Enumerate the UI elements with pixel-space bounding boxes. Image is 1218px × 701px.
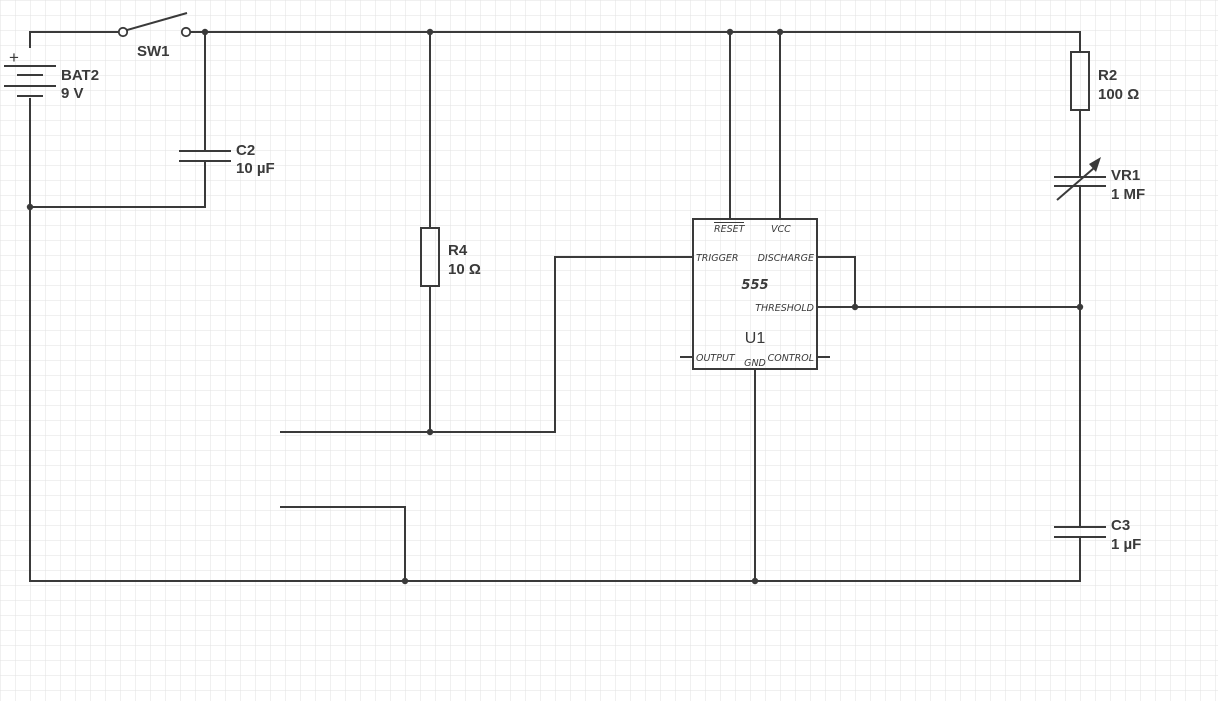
junction-dot [1076,303,1084,311]
junction-dot [401,577,409,585]
switch-sw1[interactable]: SW1 [117,12,192,60]
ic-body [692,218,818,370]
switch-ref-label: SW1 [137,43,170,60]
capacitor-c2[interactable]: C2 10 µF [179,142,275,177]
junction-dot [426,428,434,436]
vr1-ref-label: VR1 [1111,167,1140,184]
junction-dot [726,28,734,36]
junction-dot [201,28,209,36]
variable-arrow-shaft [1056,167,1095,201]
pin-control-label: CONTROL [768,353,814,364]
ic-part-label: 555 [741,278,768,293]
pin-threshold-label: THRESHOLD [755,303,814,314]
junctions [26,28,1084,585]
wire-top-rail[interactable] [190,31,1081,52]
wire-open-lead[interactable] [280,506,406,581]
switch-contact [180,26,192,38]
pin-gnd-label: GND [744,358,766,369]
wires [29,31,1081,582]
battery-polarity-mark: + [9,48,19,67]
variable-arrow-head-icon [1089,157,1101,172]
junction-dot [426,28,434,36]
wire-ground-rail[interactable] [29,98,1081,582]
r2-ref-label: R2 [1098,67,1117,84]
pin-output-label: OUTPUT [696,353,736,364]
c2-ref-label: C2 [236,142,255,159]
battery-bat2[interactable]: + BAT2 9 V [4,48,99,102]
resistor-r2[interactable]: R2 100 Ω [1070,51,1139,111]
r2-value-label: 100 Ω [1098,86,1139,103]
battery-value-label: 9 V [61,85,84,102]
pin-discharge-label: DISCHARGE [758,253,814,264]
resistor-r4[interactable]: R4 10 Ω [420,227,481,287]
pin-trigger-label: TRIGGER [696,253,739,264]
c3-ref-label: C3 [1111,517,1130,534]
r4-value-label: 10 Ω [448,261,481,278]
r4-ref-label: R4 [448,242,468,259]
variable-capacitor-vr1[interactable]: VR1 1 MF [1054,157,1145,203]
capacitor-c3[interactable]: C3 1 µF [1054,517,1141,553]
resistor-body [420,227,440,287]
junction-dot [851,303,859,311]
wire-battery-to-switch[interactable] [29,31,119,48]
resistor-body [1070,51,1090,111]
switch-lever [126,12,188,31]
timer-ic-u1[interactable]: RESET VCC TRIGGER DISCHARGE 555 THRESHOL… [692,218,818,370]
wire-c2-bottom[interactable] [30,162,206,208]
junction-dot [776,28,784,36]
junction-dot [26,203,34,211]
vr1-value-label: 1 MF [1111,186,1145,203]
pin-vcc-label: VCC [771,224,791,235]
switch-contact [117,26,129,38]
wire-discharge[interactable] [817,256,856,307]
ic-ref-label: U1 [745,330,766,347]
c3-value-label: 1 µF [1111,536,1141,553]
battery-ref-label: BAT2 [61,67,99,84]
wire-trigger[interactable] [280,256,693,433]
junction-dot [751,577,759,585]
pin-reset-label: RESET [714,224,746,235]
c2-value-label: 10 µF [236,160,275,177]
